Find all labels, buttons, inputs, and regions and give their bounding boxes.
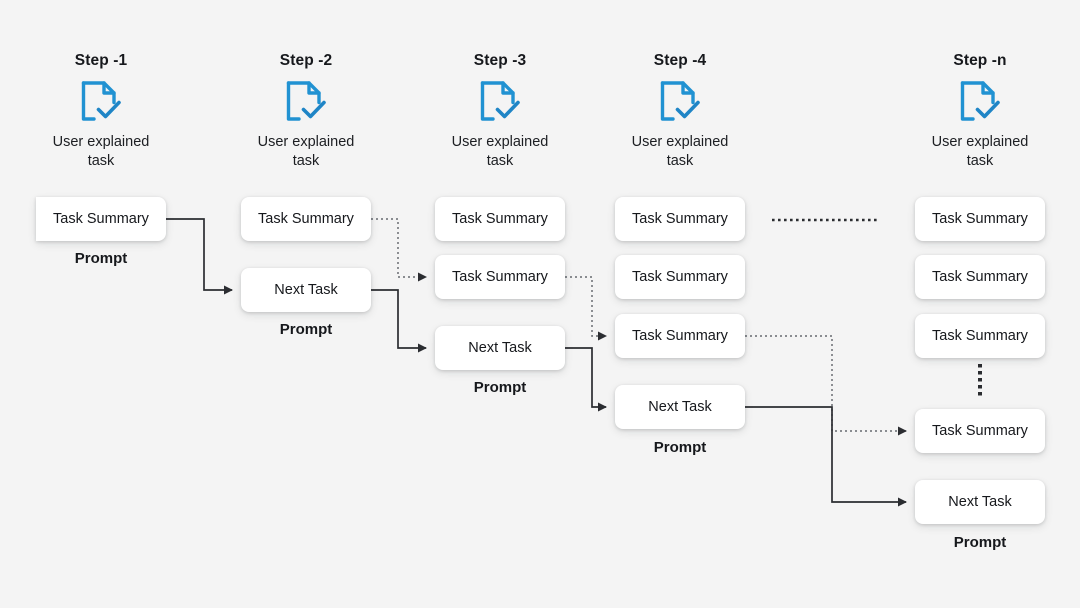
step-title: Step -n — [953, 52, 1007, 69]
card-label: Task Summary — [452, 210, 548, 227]
prompt-label: Prompt — [473, 379, 527, 396]
prompt-label: Prompt — [74, 250, 128, 267]
card-task-summary[interactable]: Task Summary — [615, 197, 745, 241]
step-subtitle-line1: User explained — [931, 134, 1029, 150]
step-subtitle-line1: User explained — [257, 134, 355, 150]
prompt-label: Prompt — [653, 439, 707, 456]
card-task-summary[interactable]: Task Summary — [435, 197, 565, 241]
card-label: Next Task — [648, 398, 712, 415]
card-label: Next Task — [468, 339, 532, 356]
card-label: Task Summary — [632, 210, 728, 227]
step-title: Step -4 — [653, 52, 707, 69]
card-next-task[interactable]: Next Task — [915, 480, 1045, 524]
step-subtitle: User explained task — [595, 133, 765, 171]
step-header-step-2: Step -2 User explained task — [221, 52, 391, 171]
step-title: Step -2 — [279, 52, 333, 69]
document-check-icon — [286, 81, 326, 121]
step-subtitle-line1: User explained — [52, 134, 150, 150]
step-subtitle: User explained task — [415, 133, 585, 171]
step-subtitle-line2: task — [666, 152, 694, 169]
document-check-icon — [960, 81, 1000, 121]
card-task-summary[interactable]: Task Summary — [915, 314, 1045, 358]
card-task-summary[interactable]: Task Summary — [615, 314, 745, 358]
step-header-step-1: Step -1 User explained task — [16, 52, 186, 171]
card-label: Next Task — [274, 281, 338, 298]
card-task-summary[interactable]: Task Summary — [615, 255, 745, 299]
card-next-task[interactable]: Next Task — [615, 385, 745, 429]
card-task-summary[interactable]: Task Summary — [435, 255, 565, 299]
card-label: Task Summary — [258, 210, 354, 227]
card-label: Next Task — [948, 493, 1012, 510]
step-title: Step -1 — [74, 52, 128, 69]
card-task-summary[interactable]: Task Summary — [36, 197, 166, 241]
step-subtitle: User explained task — [16, 133, 186, 171]
card-label: Task Summary — [632, 327, 728, 344]
step-subtitle: User explained task — [221, 133, 391, 171]
card-next-task[interactable]: Next Task — [241, 268, 371, 312]
connector-step2-to-step3-next-task — [371, 289, 427, 353]
card-label: Task Summary — [632, 268, 728, 285]
step-header-step-n: Step -n User explained task — [895, 52, 1065, 171]
step-subtitle-line2: task — [87, 152, 115, 169]
card-task-summary[interactable]: Task Summary — [915, 255, 1045, 299]
card-task-summary[interactable]: Task Summary — [915, 409, 1045, 453]
connector-step4-to-stepn-task-summary — [745, 335, 907, 436]
prompt-label: Prompt — [279, 321, 333, 338]
card-label: Task Summary — [932, 210, 1028, 227]
vertical-ellipsis-indicator — [978, 364, 982, 396]
step-subtitle-line2: task — [292, 152, 320, 169]
document-check-icon — [660, 81, 700, 121]
connector-step2-to-step3-task-summary — [371, 218, 427, 282]
connector-step3-to-step4-task-summary — [565, 276, 607, 341]
card-task-summary[interactable]: Task Summary — [241, 197, 371, 241]
step-subtitle-line2: task — [966, 152, 994, 169]
step-subtitle: User explained task — [895, 133, 1065, 171]
card-task-summary[interactable]: Task Summary — [915, 197, 1045, 241]
document-check-icon — [81, 81, 121, 121]
connector-step4-to-stepn-next-task — [745, 406, 907, 507]
connector-step3-to-step4-next-task — [565, 347, 607, 412]
card-next-task[interactable]: Next Task — [435, 326, 565, 370]
connector-step1-to-step2-next-task — [166, 218, 233, 295]
card-label: Task Summary — [53, 210, 149, 227]
step-title: Step -3 — [473, 52, 527, 69]
card-label: Task Summary — [932, 268, 1028, 285]
step-subtitle-line2: task — [486, 152, 514, 169]
prompt-label: Prompt — [953, 534, 1007, 551]
step-header-step-4: Step -4 User explained task — [595, 52, 765, 171]
step-subtitle-line1: User explained — [451, 134, 549, 150]
card-label: Task Summary — [452, 268, 548, 285]
step-subtitle-line1: User explained — [631, 134, 729, 150]
card-label: Task Summary — [932, 327, 1028, 344]
document-check-icon — [480, 81, 520, 121]
step-header-step-3: Step -3 User explained task — [415, 52, 585, 171]
card-label: Task Summary — [932, 422, 1028, 439]
